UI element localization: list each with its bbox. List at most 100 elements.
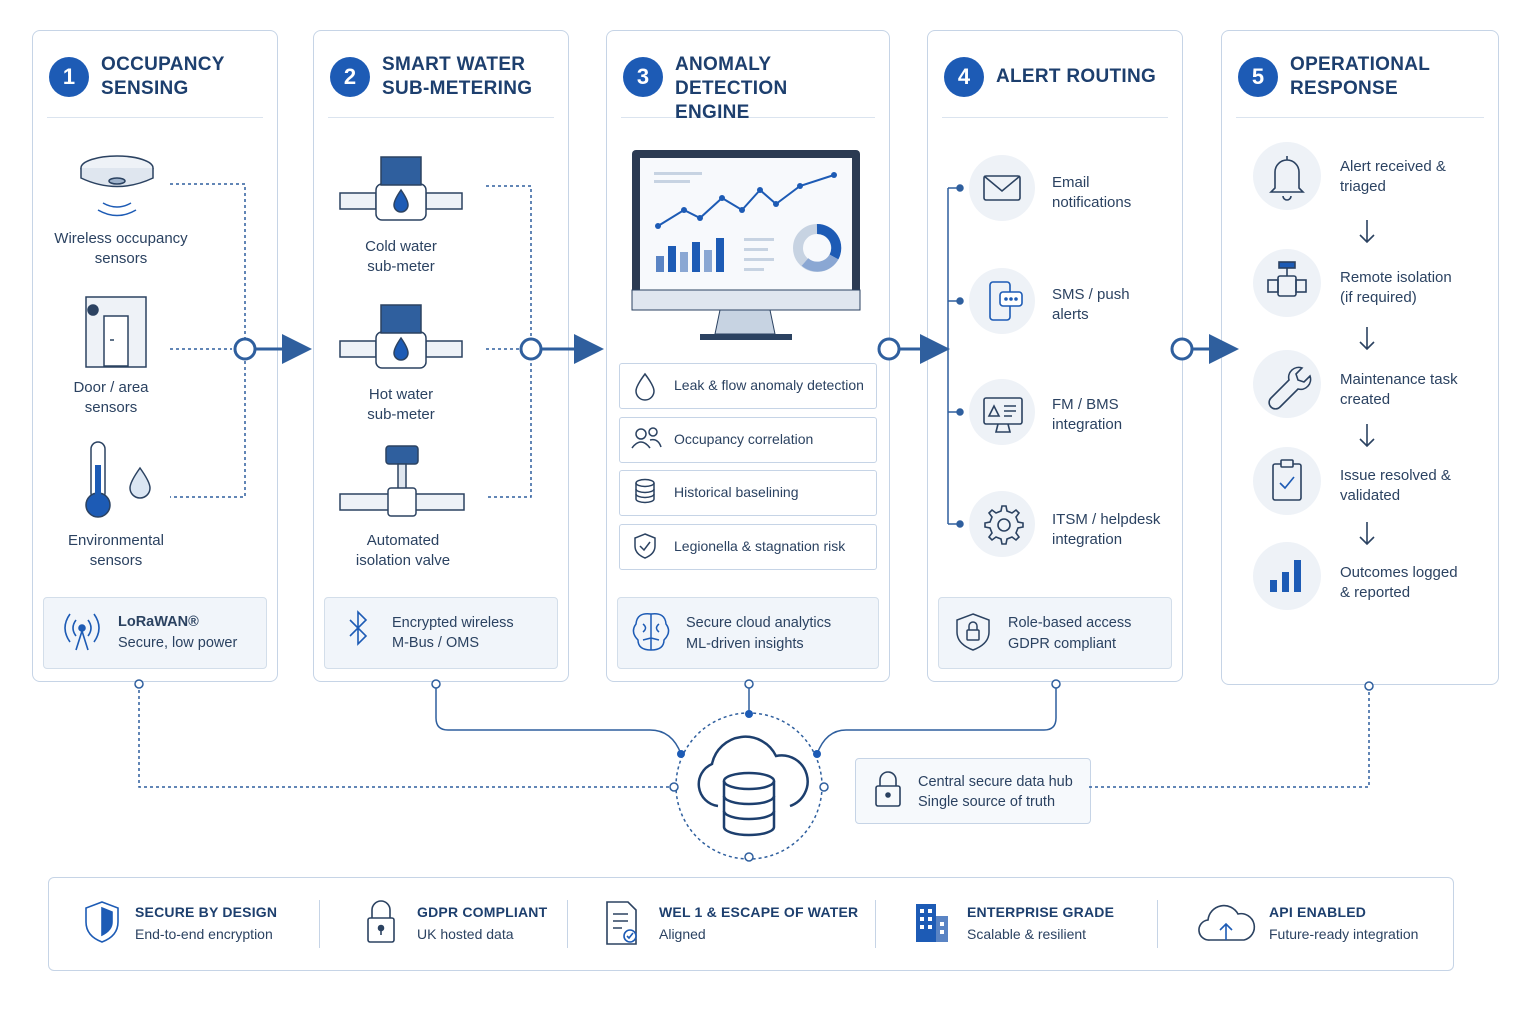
step-issue-resolved: Issue resolved & validated	[1340, 467, 1451, 504]
dashboard-monitor-icon	[631, 150, 861, 340]
step-maintenance: Maintenance task created	[1340, 371, 1458, 408]
footer-line1: Secure cloud analytics	[686, 615, 832, 631]
email-label: Email notifications	[1052, 174, 1132, 211]
database-icon	[635, 478, 655, 504]
brain-icon	[632, 612, 670, 651]
feature-label: Occupancy correlation	[674, 431, 814, 447]
icon-background	[969, 155, 1035, 221]
panel-header: 4 ALERT ROUTING	[942, 31, 1168, 118]
cap-sub: Future-ready integration	[1269, 926, 1419, 942]
environmental-label: Environmental sensors	[68, 532, 164, 569]
feature-leak: Leak & flow anomaly detection	[619, 363, 877, 409]
step-badge: 5	[1238, 57, 1278, 97]
panel-title: OPERATIONAL RESPONSE	[1290, 54, 1431, 99]
thermometer-icon	[85, 441, 151, 518]
down-arrow-icons	[1359, 220, 1375, 546]
cap-sub: UK hosted data	[417, 926, 514, 942]
cap-sub: Aligned	[659, 926, 706, 942]
cap-title: SECURE BY DESIGN	[135, 904, 278, 920]
people-icon	[631, 427, 662, 449]
icon-background	[1253, 249, 1321, 317]
water-drop-icon	[635, 372, 655, 401]
step-outcomes: Outcomes logged & reported	[1340, 564, 1458, 601]
cold-water-meter-icon	[339, 156, 463, 221]
panel-footer: LoRaWAN® Secure, low power	[43, 597, 267, 669]
cap-title: API ENABLED	[1269, 904, 1367, 920]
wireless-occupancy-label: Wireless occupancy sensors	[54, 230, 188, 267]
valve-icon	[1267, 261, 1307, 297]
isolation-valve-label: Automated isolation valve	[355, 532, 451, 569]
footer-line2: GDPR compliant	[1008, 636, 1116, 652]
document-check-icon	[606, 901, 637, 945]
hub-line2: Single source of truth	[918, 794, 1056, 810]
itsm-label: ITSM / helpdesk integration	[1052, 511, 1161, 548]
cloud-upload-icon	[1198, 904, 1256, 941]
icon-background	[1253, 350, 1321, 418]
footer-line1: Encrypted wireless	[392, 615, 514, 631]
step-badge: 1	[49, 57, 89, 97]
icon-background	[969, 491, 1035, 557]
panel-title: ALERT ROUTING	[996, 66, 1157, 87]
alert-routing-panel: 4 ALERT ROUTING Email notifications SMS …	[927, 30, 1183, 682]
icon-background	[1253, 142, 1321, 210]
routing-bracket	[947, 184, 964, 528]
cold-water-label: Cold water sub-meter	[365, 238, 437, 275]
gear-icon	[984, 505, 1024, 545]
feature-occupancy: Occupancy correlation	[619, 417, 877, 463]
panel-footer: Role-based access GDPR compliant	[938, 597, 1172, 669]
footer-line1: Role-based access	[1008, 615, 1132, 631]
feature-legionella: Legionella & stagnation risk	[619, 524, 877, 570]
panel-footer: Secure cloud analytics ML-driven insight…	[617, 597, 879, 669]
cap-sub: End-to-end encryption	[135, 926, 273, 942]
lorawan-antenna-icon	[64, 613, 100, 651]
connector-nodes	[134, 679, 1374, 862]
panel-header: 1 OCCUPANCY SENSING	[47, 31, 263, 118]
monitor-dashboard-icon	[983, 397, 1023, 433]
icon-background	[969, 379, 1035, 445]
step-badge: 2	[330, 57, 370, 97]
cap-sub: Scalable & resilient	[967, 926, 1087, 942]
shield-icon	[85, 901, 119, 943]
hot-water-meter-icon	[339, 304, 463, 369]
cap-title: WEL 1 & ESCAPE OF WATER	[659, 904, 859, 920]
capabilities-bar: SECURE BY DESIGN End-to-end encryption G…	[48, 877, 1454, 971]
feature-label: Legionella & stagnation risk	[674, 538, 846, 554]
panel-header: 3 ANOMALY DETECTION ENGINE	[621, 31, 875, 123]
bell-icon	[1269, 156, 1305, 201]
door-area-label: Door / area sensors	[73, 379, 149, 416]
shield-check-icon	[634, 533, 656, 559]
feature-label: Leak & flow anomaly detection	[674, 377, 864, 393]
fm-bms-label: FM / BMS integration	[1052, 396, 1123, 433]
flow-connector-4	[1170, 334, 1239, 364]
flow-connector-1	[170, 183, 312, 498]
isolation-valve-icon	[339, 445, 465, 517]
door-sensor-icon	[85, 296, 147, 368]
panel-title: ANOMALY DETECTION ENGINE	[675, 54, 788, 123]
footer-line1: LoRaWAN®	[118, 614, 199, 630]
step-alert-received: Alert received & triaged	[1340, 158, 1446, 195]
panel-header: 5 OPERATIONAL RESPONSE	[1236, 31, 1484, 118]
connector-dots	[677, 710, 821, 758]
cap-title: GDPR COMPLIANT	[417, 904, 548, 920]
step-remote-isolation: Remote isolation (if required)	[1340, 269, 1452, 306]
footer-line2: ML-driven insights	[686, 636, 804, 652]
step-badge: 4	[944, 57, 984, 97]
feature-label: Historical baselining	[674, 484, 799, 500]
hub-connectors	[138, 684, 1370, 860]
panel-title: OCCUPANCY SENSING	[101, 54, 225, 99]
step-badge: 3	[623, 57, 663, 97]
footer-line2: Secure, low power	[118, 635, 238, 651]
divider	[319, 900, 320, 948]
central-hub-box: Central secure data hub Single source of…	[855, 758, 1091, 824]
hub-line1: Central secure data hub	[918, 774, 1073, 790]
clipboard-check-icon	[1272, 459, 1302, 501]
hub-lock-icon	[875, 771, 901, 807]
flow-connector-3	[877, 334, 950, 364]
divider	[567, 900, 568, 948]
sms-label: SMS / push alerts	[1052, 286, 1130, 323]
flow-connector-2	[486, 185, 604, 498]
divider	[875, 900, 876, 948]
ceiling-sensor-icon	[80, 155, 154, 217]
panel-header: 2 SMART WATER SUB-METERING	[328, 31, 554, 118]
